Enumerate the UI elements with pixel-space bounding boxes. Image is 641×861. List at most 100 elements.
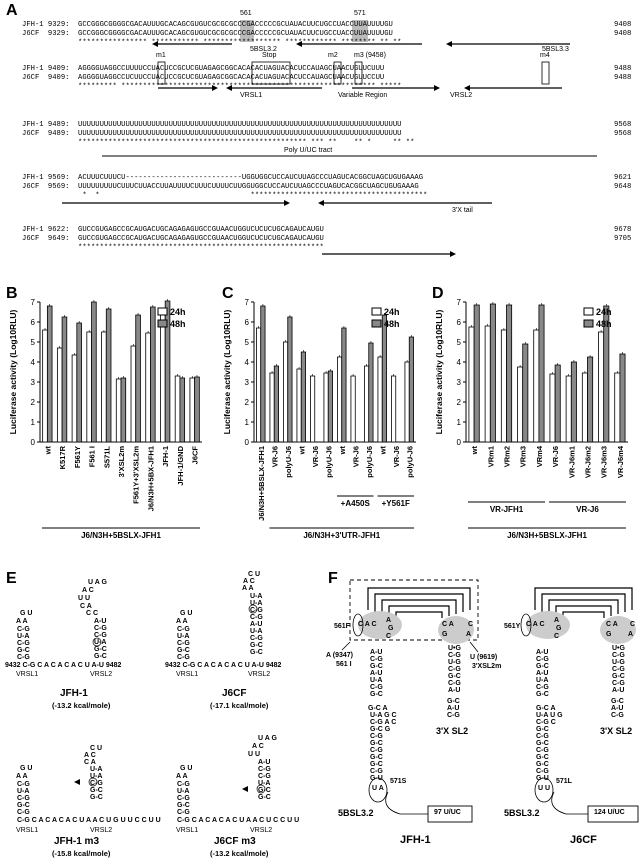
svg-text:C U: C U (90, 745, 102, 752)
bar-48h (120, 377, 127, 443)
label-u9619: U (9619) (470, 654, 498, 661)
category-label: VRm1 (486, 446, 495, 467)
svg-text:561F: 561F (334, 623, 351, 630)
bar-24h (283, 341, 289, 443)
svg-text:U U: U U (78, 595, 90, 602)
arrowhead (284, 200, 290, 206)
svg-text:G-C: G-C (447, 698, 460, 705)
label-f-jfh1: JFH-1 (400, 834, 431, 846)
svg-text:U-A: U-A (250, 600, 262, 607)
seq-row1-j6-label: J6CF 9329: (22, 30, 70, 38)
seq-row5-j6: GUCCGUGAGCCGCAUGACUGCAGAGAGUGCCGUAACUGGU… (78, 235, 324, 243)
svg-text:A A: A A (16, 773, 28, 780)
svg-text:C-G: C-G (370, 747, 383, 754)
legend-swatch-24h (371, 307, 382, 316)
svg-text:G-C A: G-C A (368, 705, 388, 712)
svg-text:C-G: C-G (258, 766, 271, 773)
svg-text:9432 C-G C A C A C A C U A-U: 9432 C-G C A C A C A C U A-U 9482 (165, 662, 282, 669)
svg-text:G-C: G-C (536, 754, 549, 761)
svg-text:U-A: U-A (370, 677, 382, 684)
svg-text:C-G: C-G (612, 652, 625, 659)
svg-text:U-G: U-G (612, 659, 625, 666)
seq-row2-j6: AGGGGUAGGCCUCUUCCUACUCCGCUCGUAGAGCGGCACA… (78, 74, 385, 82)
category-label: VR-J6 (351, 446, 360, 467)
bar-24h (377, 356, 383, 443)
seq-row5-stars: ****************************************… (78, 244, 324, 252)
svg-text:U-A: U-A (17, 788, 29, 795)
svg-text:A-U: A-U (612, 687, 624, 694)
label-3xsl2m: 3'XSL2m (472, 663, 502, 670)
svg-text:C-G: C-G (250, 614, 263, 621)
group-label: +Y561F (382, 499, 410, 508)
svg-text:G-C G: G-C G (370, 726, 391, 733)
arrowhead (212, 85, 218, 91)
bar-48h (473, 304, 480, 443)
svg-text:G: G (442, 631, 448, 638)
bar-24h (484, 325, 491, 443)
category-label: J6/N3H+5BSLX-JFH1 (257, 446, 266, 521)
arrowhead (226, 85, 232, 91)
label-polyu: Poly U/UC tract (284, 147, 333, 154)
label-5bsl33: 5BSL3.3 (542, 46, 569, 53)
svg-text:C A C: C A C (358, 621, 377, 628)
seq-row1-jfh1-label: JFH-1 9329: (22, 21, 70, 29)
svg-text:C: C (554, 633, 559, 640)
structure-jfh1-m3: G UA A C-GU-AC-GG-CC-G C-G C A C A C A C… (16, 745, 161, 834)
bar-24h (391, 375, 397, 443)
seq-row3-j6-end: 9568 (614, 130, 632, 138)
svg-text:VRSL1: VRSL1 (176, 827, 198, 834)
category-label: wt (470, 446, 479, 456)
svg-text:C-G C A C A C A C U A A C U G: C-G C A C A C A C U A A C U G U U C C U … (17, 817, 161, 824)
legend-swatch-48h (371, 319, 382, 328)
seq-row1-stars: **************** *********** ***********… (78, 39, 402, 47)
highlight-571 (352, 20, 368, 42)
bar-48h (273, 365, 279, 443)
y-tick-label: 7 (457, 298, 462, 307)
label-variable-region: Variable Region (338, 92, 388, 99)
bar-48h (135, 314, 141, 443)
group-label: +A450S (341, 499, 371, 508)
svg-text:C-G: C-G (17, 781, 30, 788)
kissing-lines-j6cf (534, 587, 633, 618)
svg-text:A A: A A (242, 585, 254, 592)
svg-text:C-G: C-G (370, 768, 383, 775)
seq-row4-j6: UUUUUUUUUCUUUCUUACCUUAUUUUCUUUCUUUUCUUGG… (78, 183, 419, 191)
y-tick-label: 2 (245, 398, 250, 407)
y-tick-label: 5 (31, 338, 36, 347)
svg-text:C: C (468, 621, 473, 628)
bar-48h (381, 314, 387, 443)
svg-text:C-G: C-G (448, 666, 461, 673)
svg-text:G-C: G-C (90, 794, 103, 801)
category-label: VR-J6m2 (584, 446, 593, 478)
seq-row2-jfh1-end: 9488 (614, 65, 632, 73)
bar-48h (522, 343, 529, 443)
label-571: 571 (354, 10, 366, 17)
category-label: VRm2 (503, 446, 512, 467)
category-label: wt (338, 446, 347, 456)
label-571l: 571L (556, 778, 572, 785)
bar-48h (179, 377, 186, 443)
legend-label-48h: 48h (384, 319, 400, 329)
label-a9347: A (9347) (326, 652, 353, 659)
bar-48h (327, 370, 333, 443)
seq-row2-stars: ********* ******************************… (78, 83, 402, 91)
label-j6cf-m3-energy: (-13.2 kcal/mole) (210, 849, 269, 858)
svg-text:G-C: G-C (258, 794, 271, 801)
box-stop (251, 61, 291, 85)
svg-text:U A: U A (372, 785, 384, 792)
svg-text:G: G (388, 625, 394, 632)
svg-text:A-U: A-U (536, 649, 548, 656)
y-tick-label: 6 (31, 318, 36, 327)
category-label: F561Y+3'XSL2m (132, 446, 141, 504)
svg-text:C: C (630, 621, 635, 628)
category-label: polyU-J6 (405, 446, 414, 478)
panel-f-label: F (328, 570, 338, 587)
legend-swatch-24h (583, 307, 594, 316)
category-label: J6CF (191, 446, 200, 465)
category-label: J6/N3H+5BX-JFH1 (146, 446, 155, 511)
category-label: wt (378, 446, 387, 456)
panel-e-structures: G UA A C-GU-AC-GG-CC-G 9432 C-G C A C A … (5, 571, 299, 834)
seq-row4-jfh1: ACUUUCUUUCU---------------------------UG… (78, 174, 424, 182)
